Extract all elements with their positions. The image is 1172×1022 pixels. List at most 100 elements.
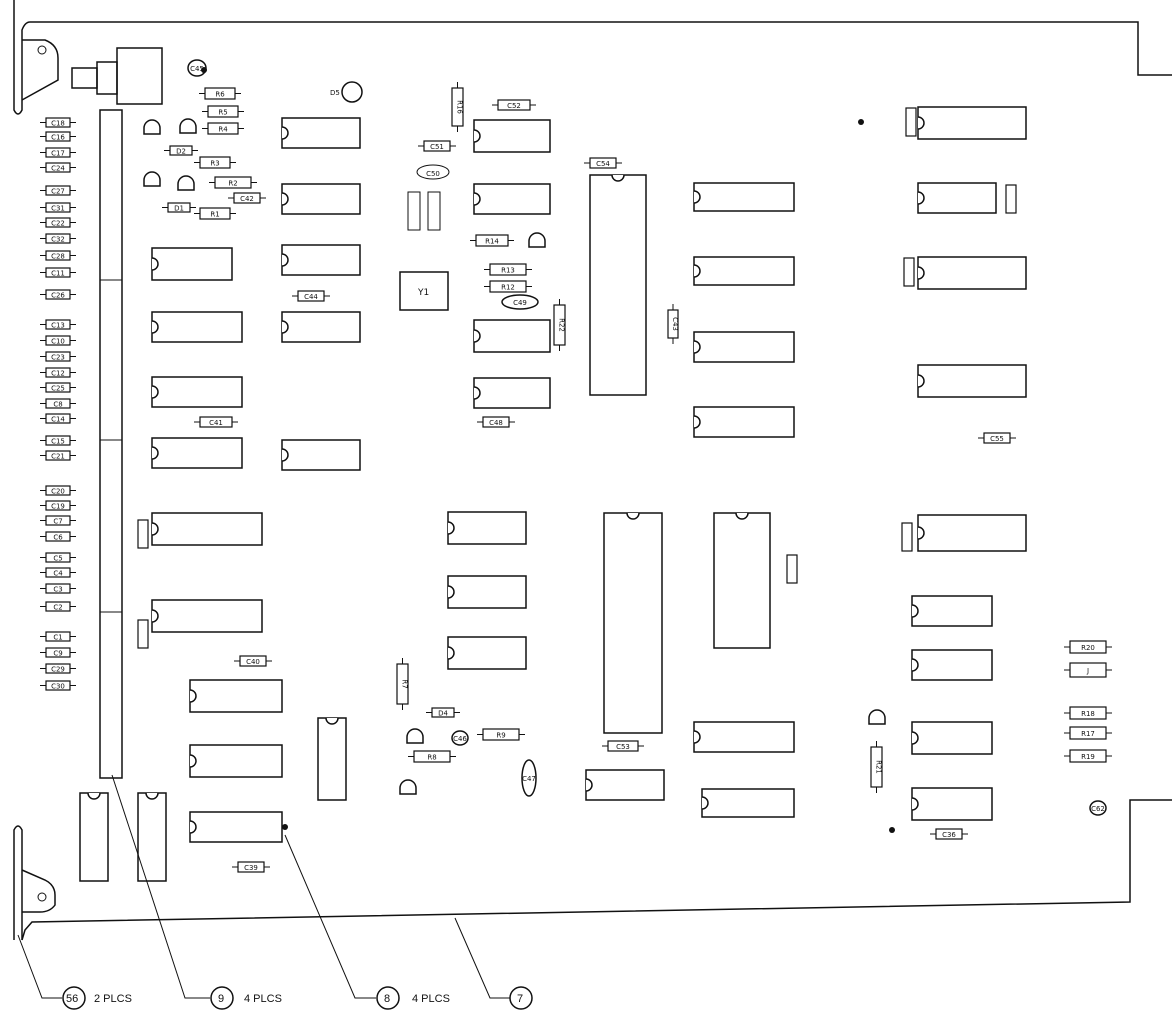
diode-d2-label: D2	[176, 148, 186, 156]
edge-component-c15-label: C15	[51, 438, 65, 446]
ic-chip-21	[693, 331, 795, 363]
capacitor-layer: C45C42C44C41C40C39C52C51C50C49C48C54C43C…	[162, 59, 1107, 873]
edge-component-c6-label: C6	[53, 534, 63, 542]
ejector-tab-top	[21, 39, 59, 101]
capacitor-c40: C40	[234, 655, 272, 667]
ic-chip-31	[917, 256, 1027, 290]
ic-chip-4	[281, 311, 361, 343]
board-left-edge	[13, 0, 31, 940]
ic-chip-18	[473, 377, 551, 409]
ic-chip-30	[917, 182, 997, 214]
edge-component-c7-label: C7	[53, 518, 62, 526]
right-component-r20-label: R20	[1081, 644, 1095, 652]
capacitor-c47: C47	[521, 759, 537, 797]
crystal-y1: Y1	[399, 164, 450, 311]
resistor-r16: R16	[451, 82, 464, 132]
misc-layer	[137, 67, 1017, 833]
edge-component-c27: C27	[40, 185, 76, 196]
svg-text:C46: C46	[453, 735, 467, 743]
reference-dot-4	[282, 824, 288, 830]
resistor-r3: R3	[194, 156, 236, 169]
ic-chip-28	[585, 769, 665, 801]
ic-chip-29	[917, 106, 1027, 140]
edge-component-c25-label: C25	[51, 385, 65, 393]
ejector-tab-bottom	[21, 869, 56, 913]
small-vertical-part-7	[901, 522, 913, 552]
right-component-r19: R19	[1064, 749, 1112, 763]
edge-component-c24: C24	[40, 162, 76, 173]
edge-component-c22: C22	[40, 217, 76, 228]
resistor-r9-label: R9	[496, 732, 505, 740]
resistor-r22: R22	[553, 299, 566, 351]
resistor-r21-label: R21	[875, 760, 883, 774]
right-component-r17: R17	[1064, 726, 1112, 740]
small-vertical-part-3	[903, 257, 915, 287]
ic-chip-25	[447, 511, 527, 545]
edge-component-c17: C17	[40, 147, 76, 158]
capacitor-c39: C39	[232, 861, 270, 873]
resistor-r2-label: R2	[228, 180, 237, 188]
diode-d2: D2	[164, 145, 198, 156]
capacitor-c43: C43	[667, 304, 679, 344]
edge-component-c2: C2	[40, 601, 76, 612]
capacitor-c44-label: C44	[304, 293, 318, 301]
ic-chip-16	[473, 183, 551, 215]
edge-component-c29: C29	[40, 663, 76, 674]
callout-circle-56	[62, 986, 86, 1010]
callout-circle-9	[210, 986, 234, 1010]
capacitor-c53-label: C53	[616, 743, 630, 751]
ic-chip-3	[281, 244, 361, 276]
edge-component-c13-label: C13	[51, 322, 65, 330]
ic-chip-small-1	[317, 717, 347, 801]
right-component-r17-label: R17	[1081, 730, 1095, 738]
small-vertical-part-1	[905, 107, 917, 137]
edge-component-c23-label: C23	[51, 354, 65, 362]
edge-component-c5: C5	[40, 552, 76, 563]
small-vertical-part-5	[137, 619, 149, 649]
ic-chip-23	[693, 721, 795, 753]
edge-component-c13: C13	[40, 319, 76, 330]
led-d5: D5	[330, 81, 363, 103]
capacitor-c42: C42	[228, 192, 266, 204]
edge-component-c17-label: C17	[51, 150, 65, 158]
capacitor-c41-label: C41	[209, 419, 223, 427]
edge-component-c3-label: C3	[53, 586, 62, 594]
svg-text:C62: C62	[1091, 805, 1105, 813]
edge-component-c16: C16	[40, 131, 76, 142]
edge-component-c8: C8	[40, 398, 76, 409]
edge-component-c32-label: C32	[51, 236, 65, 244]
resistor-r12: R12	[484, 280, 532, 293]
edge-component-c10-label: C10	[51, 338, 65, 346]
svg-text:C45: C45	[190, 65, 204, 73]
edge-connector-strip	[99, 109, 123, 779]
callout-56-qty: 2 PLCS	[94, 993, 132, 1005]
resistor-r6-label: R6	[215, 91, 225, 99]
edge-component-c16-label: C16	[51, 134, 65, 142]
resistor-r3-label: R3	[210, 160, 219, 168]
ic-chip-edge-1	[79, 792, 109, 882]
ic-chip-20	[693, 256, 795, 286]
callout-56-item: 56	[66, 993, 78, 1005]
diode-d4-label: D4	[438, 710, 448, 718]
resistor-r16-label: R16	[456, 100, 464, 114]
edge-component-layer: C18C16C17C24C27C31C22C32C28C11C26C13C10C…	[40, 117, 76, 691]
resistor-r13-label: R13	[501, 267, 515, 275]
resistor-r8: R8	[408, 750, 456, 763]
capacitor-c55: C55	[978, 432, 1016, 444]
reference-dot-2	[858, 119, 864, 125]
edge-component-c1-label: C1	[53, 634, 62, 642]
right-component-r18-label: R18	[1081, 710, 1095, 718]
edge-component-c28: C28	[40, 250, 76, 261]
ic-chip-37	[911, 787, 993, 821]
capacitor-c46: C46	[451, 730, 469, 746]
edge-component-c8-label: C8	[53, 401, 62, 409]
resistor-r2: R2	[209, 176, 257, 189]
ic-chip-12	[189, 679, 283, 713]
edge-component-c15: C15	[40, 435, 76, 446]
ic-chip-8	[151, 376, 243, 408]
right-component-r19-label: R19	[1081, 753, 1095, 761]
edge-component-c2-label: C2	[53, 604, 62, 612]
callout-9-item: 9	[218, 993, 224, 1005]
